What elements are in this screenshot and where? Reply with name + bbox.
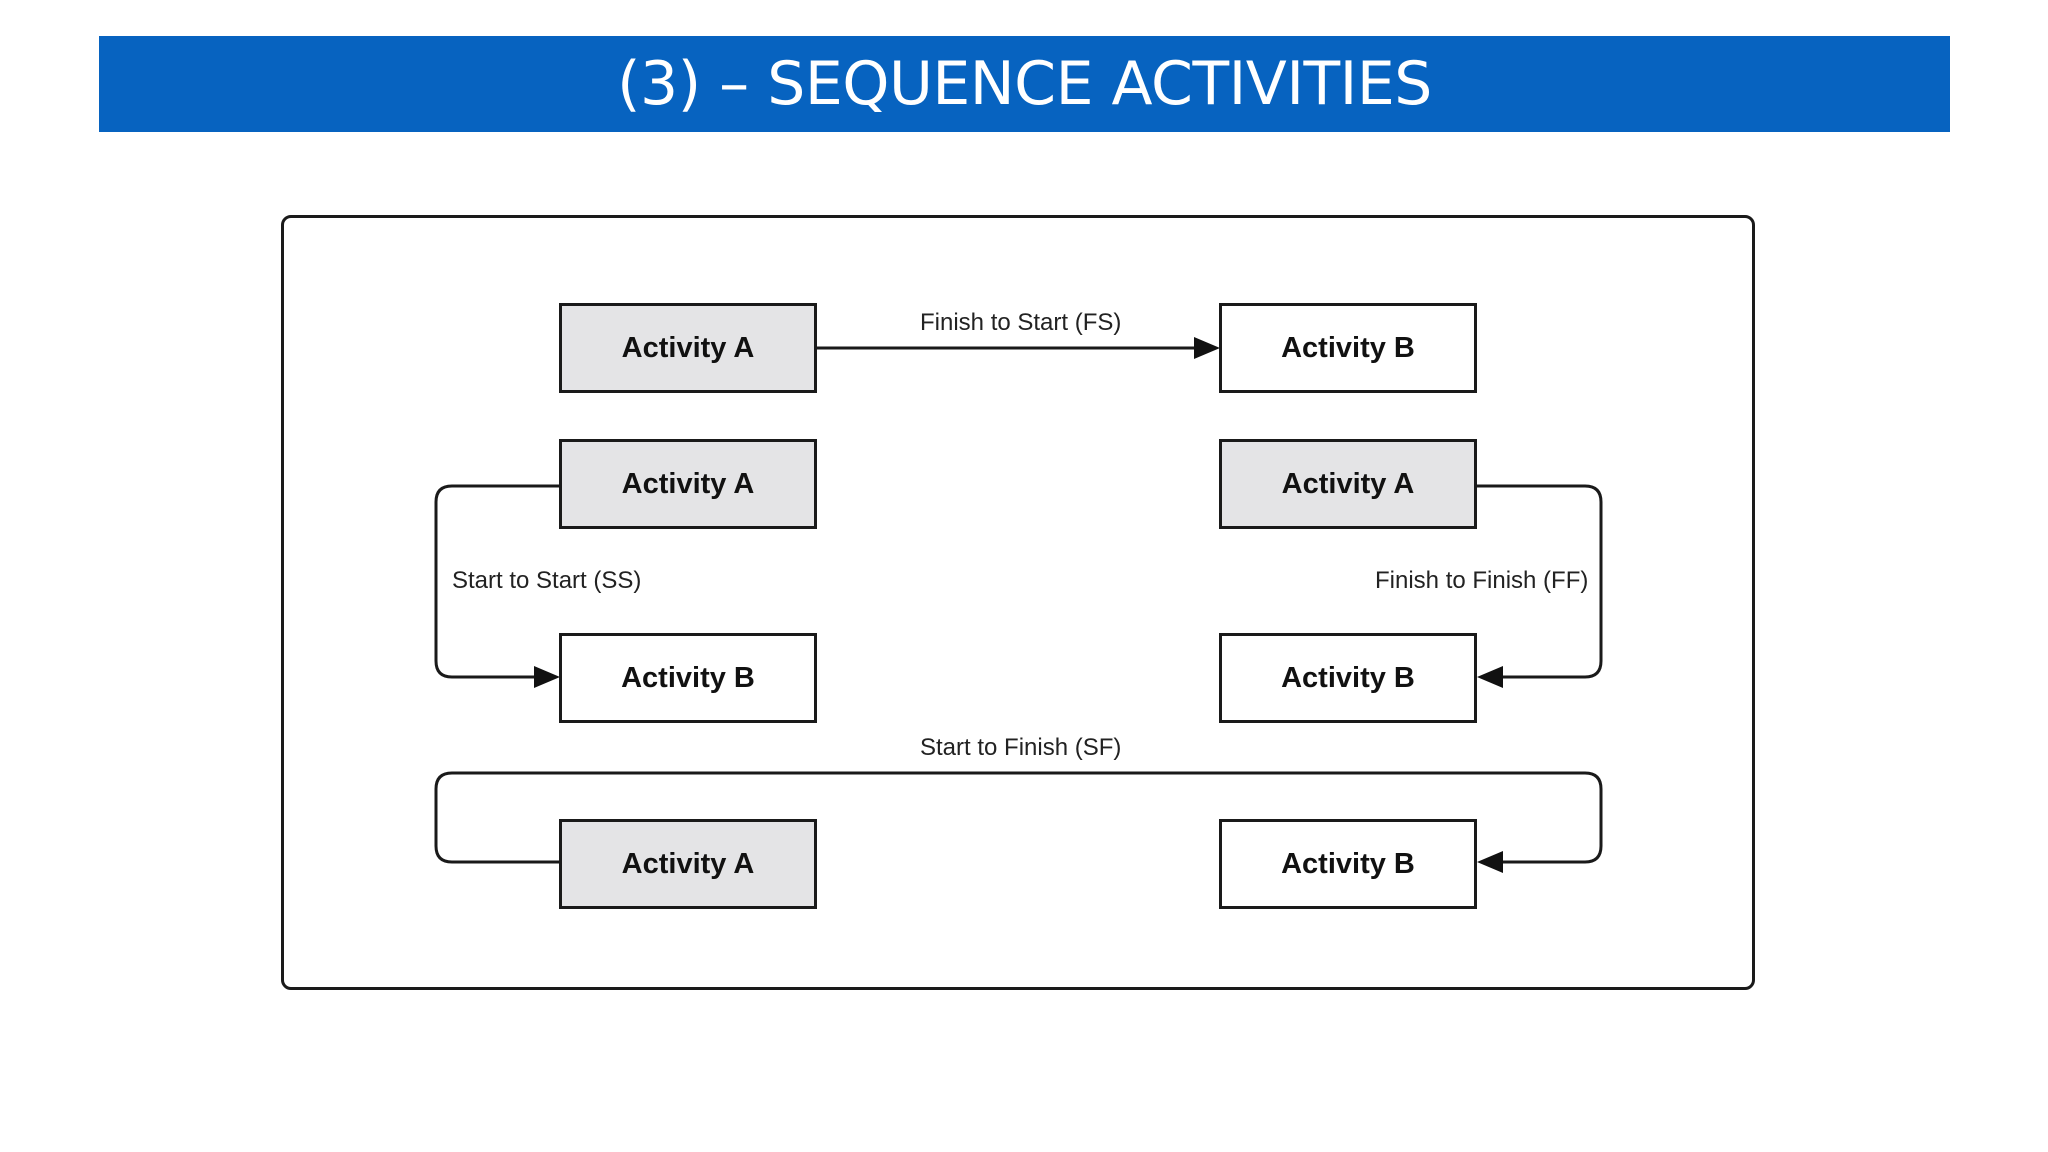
fs-label: Finish to Start (FS) xyxy=(920,309,1122,336)
sf-label: Start to Finish (SF) xyxy=(920,734,1122,761)
slide-title-bar: (3) – SEQUENCE ACTIVITIES xyxy=(99,36,1950,132)
ss-activity-b: Activity B xyxy=(559,633,817,723)
slide-title: (3) – SEQUENCE ACTIVITIES xyxy=(617,49,1432,119)
ff-activity-a: Activity A xyxy=(1219,439,1477,529)
ff-arrowhead xyxy=(1477,666,1503,688)
fs-activity-b: Activity B xyxy=(1219,303,1477,393)
ff-label: Finish to Finish (FF) xyxy=(1375,567,1589,594)
fs-arrowhead xyxy=(1194,337,1220,359)
ss-arrowhead xyxy=(534,666,560,688)
ss-activity-a: Activity A xyxy=(559,439,817,529)
ff-connector xyxy=(1477,484,1603,679)
ss-label: Start to Start (SS) xyxy=(452,567,642,594)
ss-connector xyxy=(434,484,560,679)
sf-arrowhead xyxy=(1477,851,1503,873)
sf-activity-b: Activity B xyxy=(1219,819,1477,909)
sf-connector xyxy=(434,771,1603,864)
ff-activity-b: Activity B xyxy=(1219,633,1477,723)
sf-activity-a: Activity A xyxy=(559,819,817,909)
fs-activity-a: Activity A xyxy=(559,303,817,393)
